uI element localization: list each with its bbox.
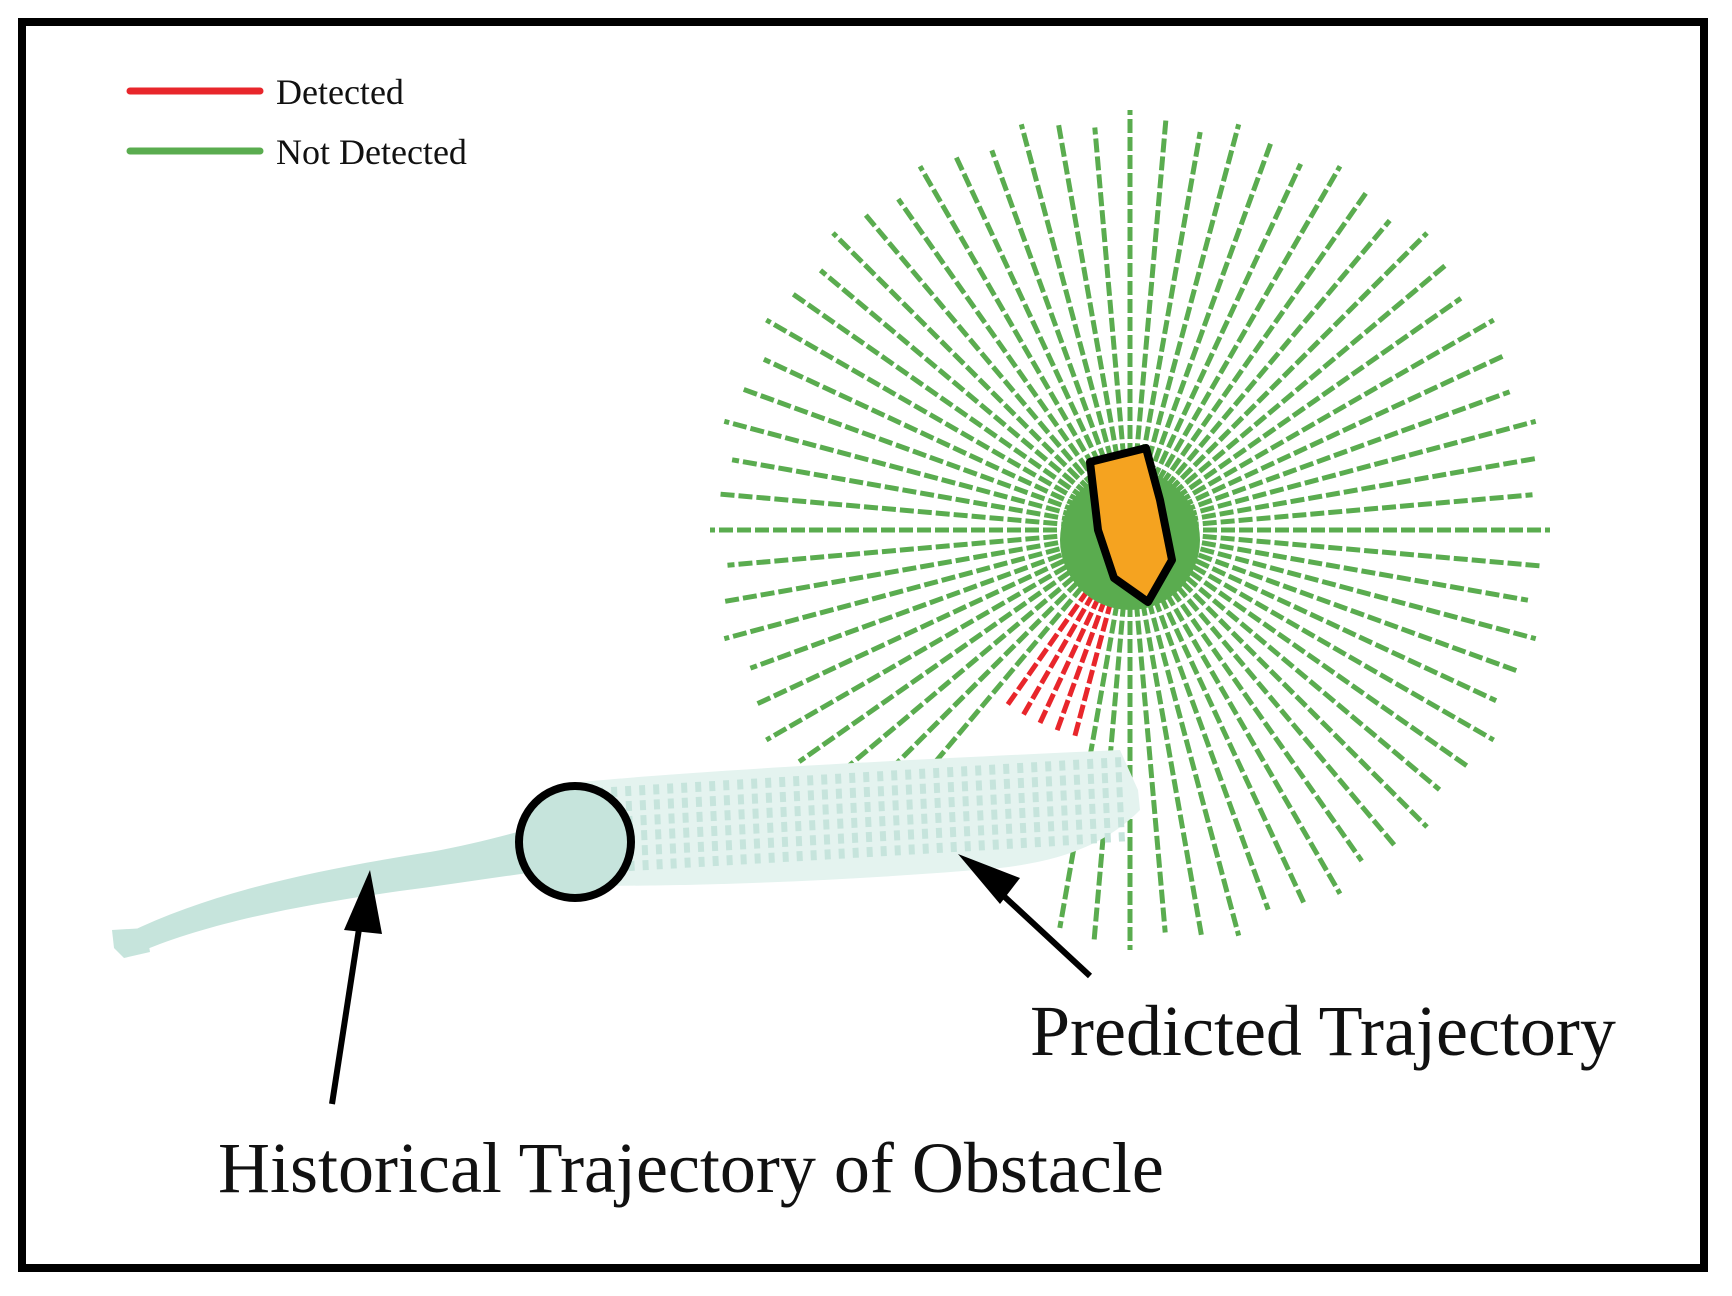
not-detected-ray (727, 532, 1076, 568)
not-detected-ray (1146, 141, 1274, 480)
not-detected-ray (1137, 583, 1204, 937)
historical-trajectory-tail (112, 928, 150, 958)
not-detected-ray (818, 268, 1090, 497)
not-detected-ray (1163, 218, 1392, 490)
not-detected-ray (1183, 537, 1529, 603)
not-detected-ray (1141, 582, 1242, 937)
not-detected-ray (1184, 492, 1533, 528)
not-detected-ray (1150, 578, 1307, 905)
figure-frame (18, 18, 1708, 1272)
not-detected-ray (1170, 263, 1448, 497)
not-detected-ray (953, 155, 1110, 482)
not-detected-ray (723, 418, 1078, 519)
legend-not-detected-label: Not Detected (276, 132, 467, 172)
not-detected-ray (723, 537, 1077, 604)
not-detected-ray (1146, 580, 1271, 911)
not-detected-ray (731, 457, 1077, 523)
obstacle-circle-icon (515, 782, 635, 902)
legend: Detected Not Detected (126, 72, 467, 172)
sensor-rays (710, 110, 1550, 950)
not-detected-ray (1091, 584, 1128, 941)
predicted-arrow-head (958, 854, 1020, 904)
historical-trajectory-band (118, 820, 572, 952)
not-detected-ray (1184, 532, 1541, 569)
not-detected-ray (762, 357, 1082, 510)
not-detected-ray (831, 231, 1093, 493)
detected-ray (1071, 582, 1119, 739)
not-detected-ray (741, 386, 1080, 514)
predicted-trajectory (560, 750, 1140, 886)
not-detected-ray (1132, 119, 1169, 476)
not-detected-ray (1056, 123, 1123, 477)
not-detected-ray (1159, 573, 1364, 863)
not-detected-ray (1167, 567, 1429, 829)
not-detected-ray (1018, 123, 1119, 478)
not-detected-ray (1183, 456, 1537, 523)
not-detected-ray (797, 559, 1087, 764)
historical-trajectory-label: Historical Trajectory of Obstacle (218, 1128, 1164, 1208)
not-detected-ray (1141, 123, 1242, 478)
not-detected-ray (755, 550, 1082, 707)
historical-arrow-head (344, 870, 382, 934)
not-detected-ray (1163, 570, 1397, 848)
not-detected-ray (1167, 231, 1429, 493)
detected-ray (1004, 573, 1101, 708)
not-detected-ray (765, 555, 1084, 743)
not-detected-ray (1180, 546, 1519, 674)
not-detected-ray (1178, 353, 1505, 510)
not-detected-ray (765, 317, 1084, 505)
not-detected-ray (1170, 563, 1442, 792)
not-detected-ray (812, 563, 1090, 797)
detected-ray (1020, 576, 1105, 718)
not-detected-ray (1182, 418, 1537, 519)
not-detected-ray (1092, 127, 1128, 476)
not-detected-ray (1155, 576, 1343, 895)
annotation-arrows (329, 854, 1093, 1105)
not-detected-ray (1180, 389, 1511, 514)
not-detected-ray (749, 546, 1080, 671)
not-detected-ray (1132, 584, 1168, 933)
not-detected-ray (989, 149, 1114, 480)
not-detected-ray (896, 197, 1101, 487)
not-detected-ray (1159, 191, 1369, 487)
not-detected-ray (1173, 559, 1469, 769)
not-detected-ray (723, 541, 1078, 642)
not-detected-ray (1176, 317, 1495, 505)
predicted-trajectory-label: Predicted Trajectory (1030, 991, 1616, 1071)
not-detected-ray (719, 491, 1076, 528)
legend-detected-label: Detected (276, 72, 404, 112)
not-detected-ray (1182, 541, 1537, 642)
not-detected-ray (831, 567, 1093, 829)
not-detected-ray (863, 212, 1097, 490)
not-detected-ray (1137, 131, 1203, 477)
not-detected-ray (1173, 296, 1463, 501)
not-detected-ray (1178, 550, 1498, 703)
detected-ray (1054, 580, 1114, 733)
not-detected-ray (1176, 555, 1495, 743)
not-detected-ray (791, 291, 1087, 501)
historical-trajectory (112, 820, 572, 958)
not-detected-ray (1155, 165, 1343, 484)
detected-ray (1036, 578, 1110, 726)
vehicle-arrow-icon (1086, 444, 1176, 606)
not-detected-ray (1150, 162, 1303, 482)
not-detected-ray (917, 165, 1105, 484)
